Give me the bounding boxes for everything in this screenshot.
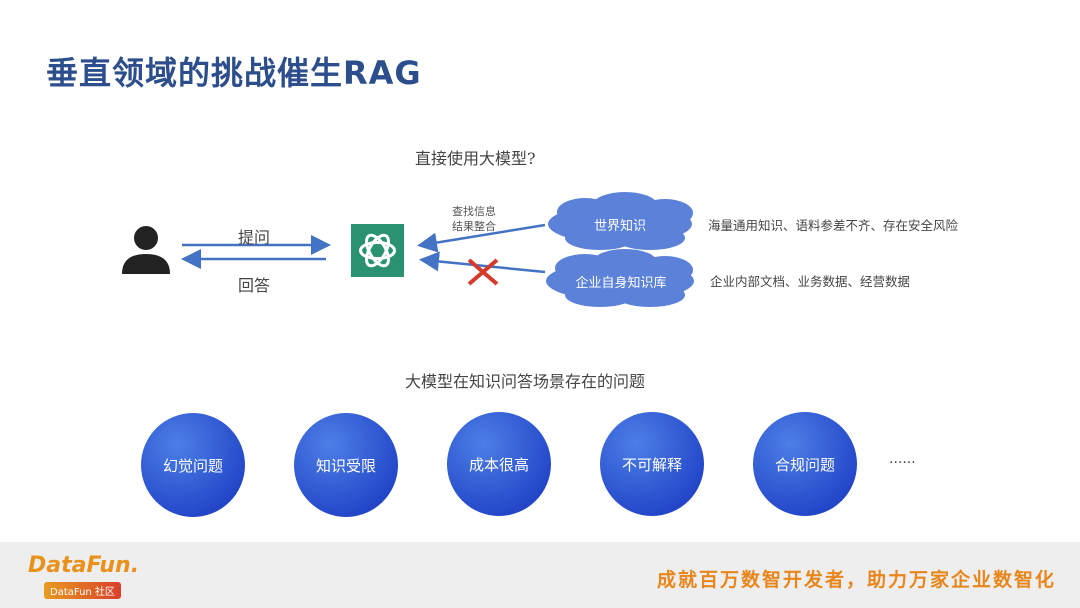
world-knowledge-arrow — [417, 223, 546, 253]
problems-heading: 大模型在知识问答场景存在的问题 — [405, 372, 646, 391]
search-note-line: 查找信息 — [452, 205, 496, 218]
cloud-world-shape — [548, 192, 693, 250]
footer-bar — [0, 542, 1080, 608]
question-caption: 直接使用大模型? — [415, 149, 536, 168]
enterprise-knowledge-arrow — [419, 251, 546, 274]
logo-badge: DataFun 社区 — [44, 582, 121, 599]
slide-title: 垂直领域的挑战催生RAG — [46, 54, 422, 92]
footer-slogan: 成就百万数智开发者，助力万家企业数智化 — [656, 569, 1056, 591]
enterprise-note: 企业内部文档、业务数据、经营数据 — [710, 274, 911, 289]
cloud-enterprise-shape — [546, 249, 694, 307]
problem-hallucination: 幻觉问题 — [141, 413, 245, 517]
cloud-world-label: 世界知识 — [593, 218, 646, 234]
problem-compliance: 合规问题 — [753, 412, 857, 516]
more-ellipsis: ...... — [889, 451, 916, 467]
diagram-graphics — [122, 192, 694, 307]
problem-knowledge-limit: 知识受限 — [294, 413, 398, 517]
ask-label: 提问 — [238, 228, 271, 247]
problem-high-cost: 成本很高 — [447, 412, 551, 516]
problem-unexplainable: 不可解释 — [600, 412, 704, 516]
answer-label: 回答 — [238, 276, 271, 295]
user-icon — [122, 226, 170, 274]
llm-icon — [351, 224, 404, 277]
cross-icon — [467, 258, 499, 286]
search-note-line: 结果整合 — [452, 220, 496, 233]
datafun-logo: DataFun. — [28, 553, 140, 578]
cloud-enterprise-label: 企业自身知识库 — [575, 275, 667, 291]
world-note: 海量通用知识、语料参差不齐、存在安全风险 — [708, 218, 959, 233]
